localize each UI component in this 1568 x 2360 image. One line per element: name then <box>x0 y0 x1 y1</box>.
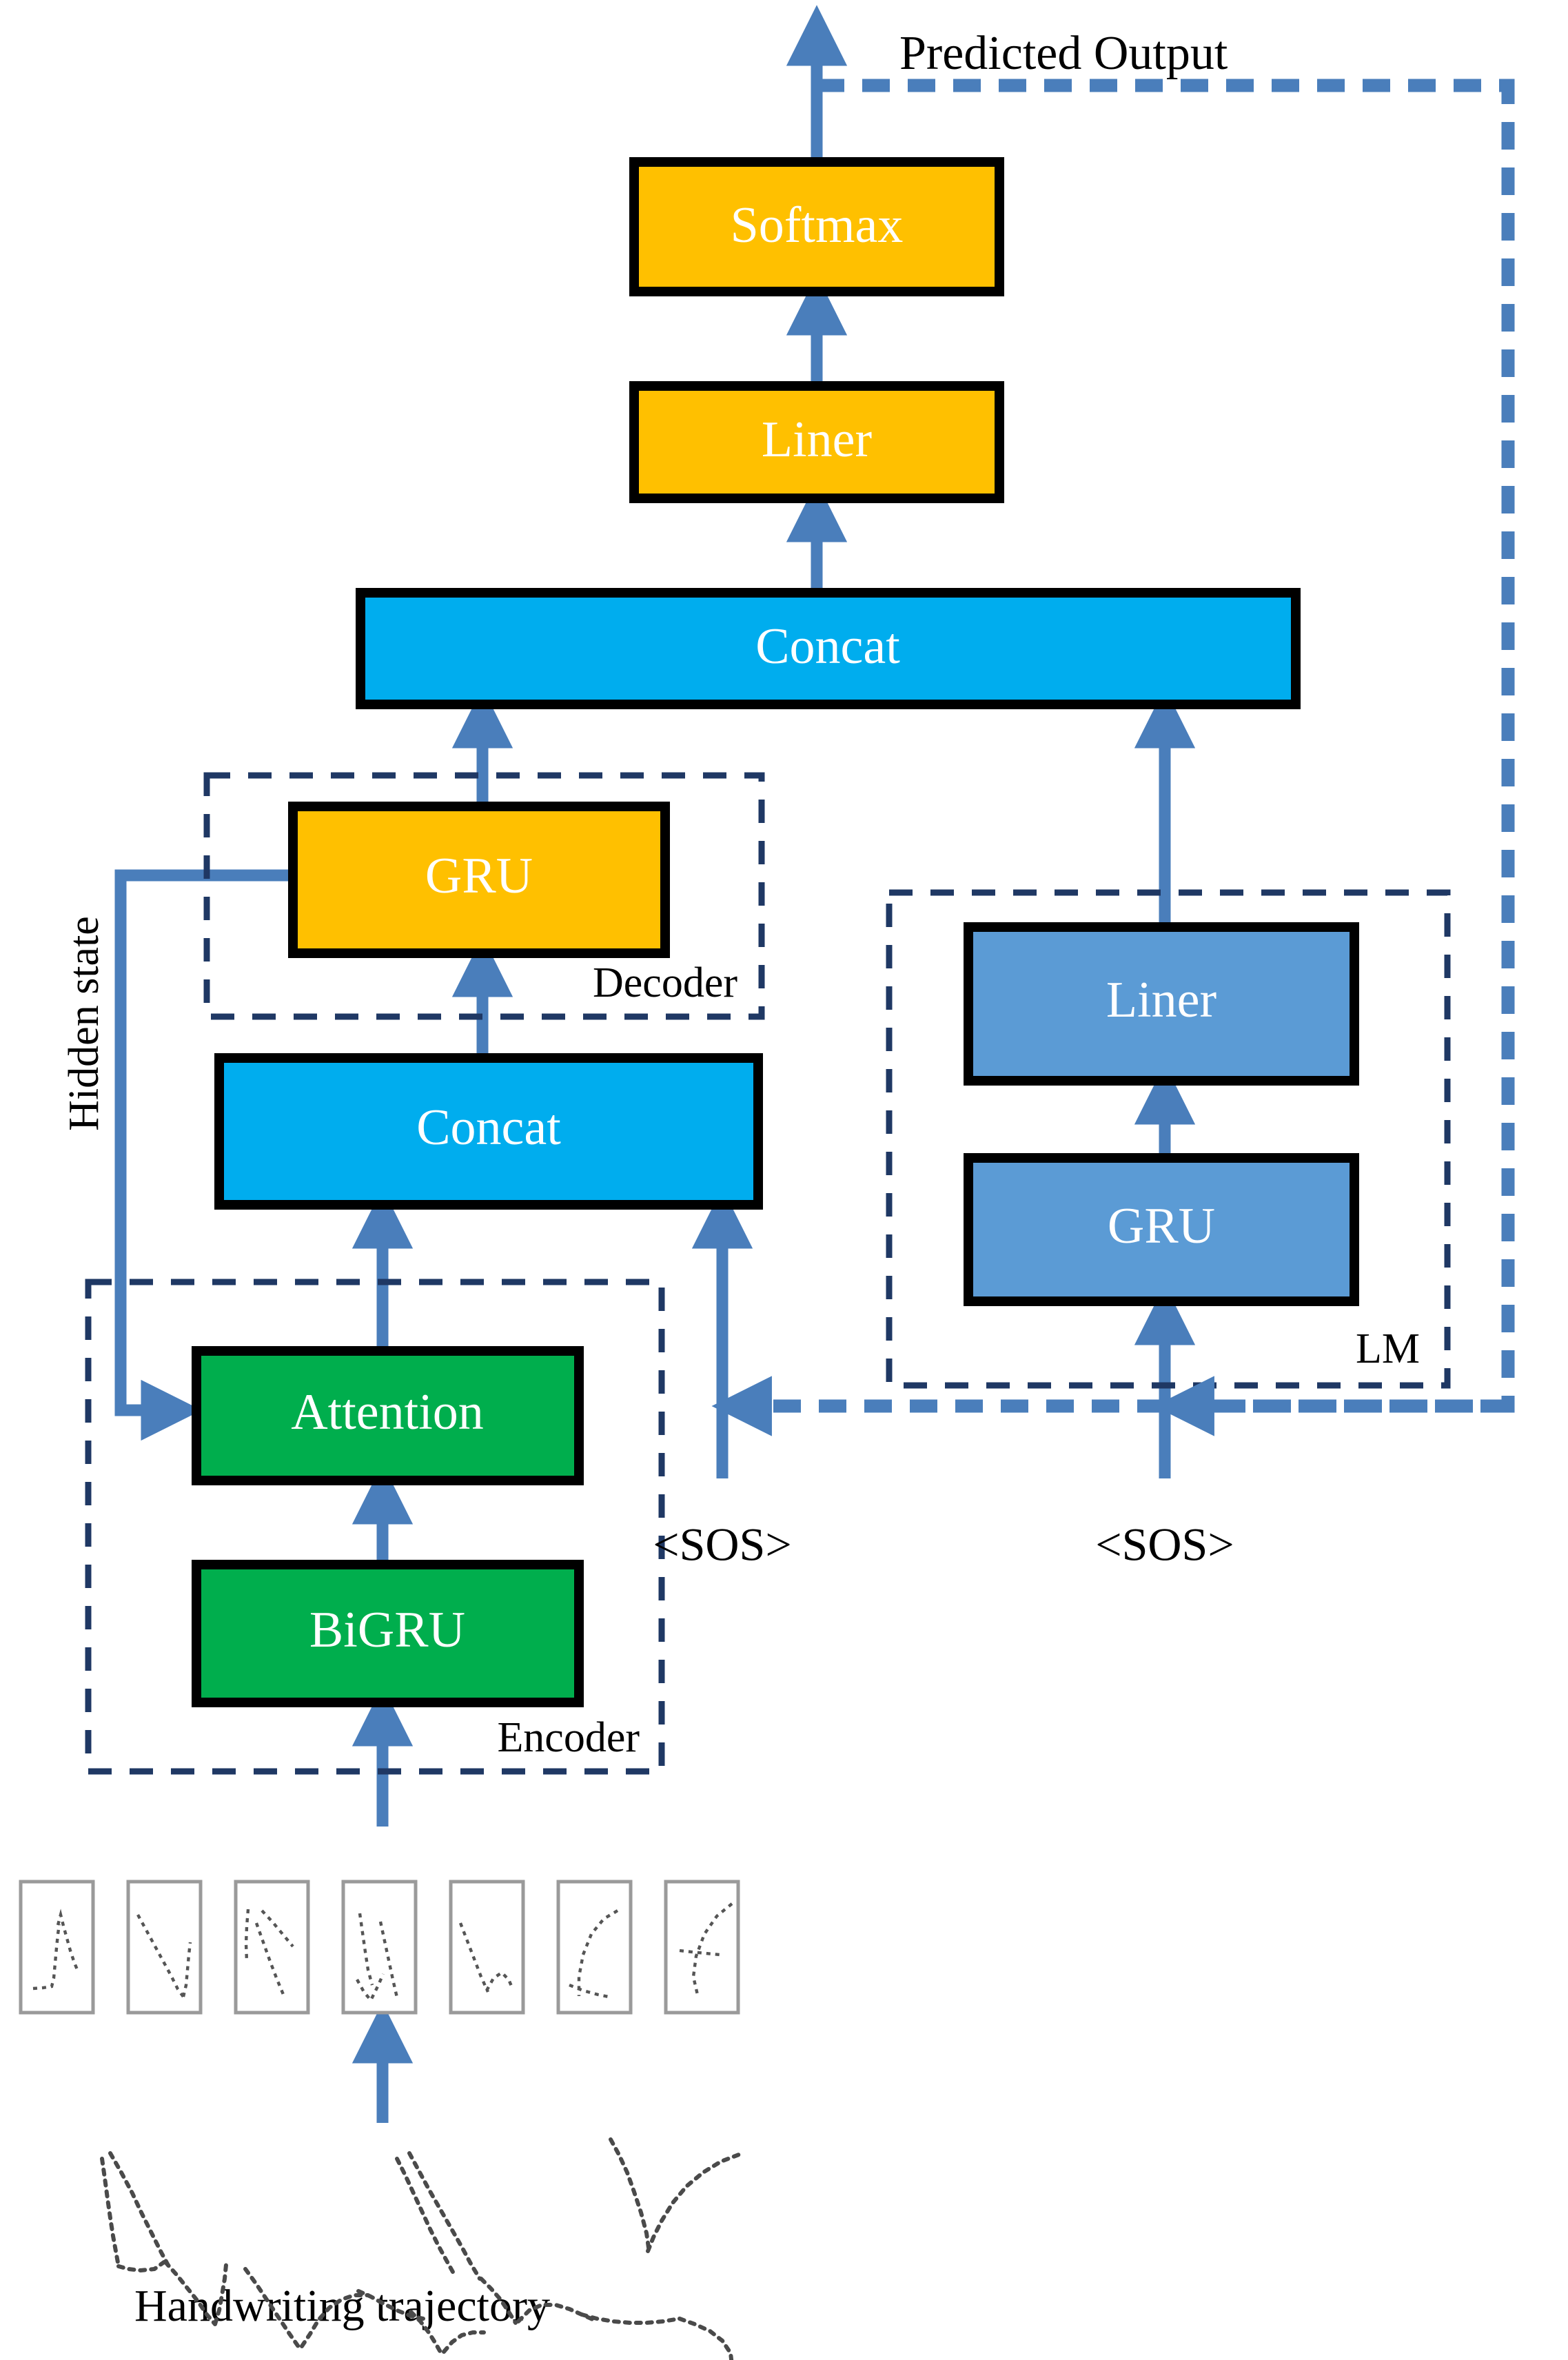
attention-rect[interactable] <box>192 1346 584 1485</box>
block-attention[interactable]: Attention <box>192 1346 584 1485</box>
gru-lm-label: GRU <box>1108 1198 1215 1254</box>
handwriting-trajectory-label: Handwriting trajectory <box>134 2281 550 2331</box>
block-gru-decoder[interactable]: GRU <box>288 802 670 958</box>
encoder-group-box <box>85 1279 665 1775</box>
stroke-thumbnails-row <box>19 1880 740 2015</box>
attention-label: Attention <box>291 1384 484 1441</box>
gru-decoder-rect[interactable] <box>288 802 670 958</box>
thumbnail-6 <box>556 1880 633 2015</box>
liner-top-label: Liner <box>762 411 872 468</box>
concat-top-rect[interactable] <box>356 588 1301 709</box>
lm-group-label: LM <box>1356 1325 1420 1372</box>
block-softmax[interactable]: Softmax <box>629 157 1004 296</box>
block-liner-lm[interactable]: Liner <box>964 922 1359 1086</box>
gru-decoder-label: GRU <box>425 848 533 904</box>
block-concat-top[interactable]: Concat <box>356 588 1301 709</box>
sos-decoder-label: <SOS> <box>653 1518 791 1571</box>
thumbnail-1 <box>19 1880 95 2015</box>
bigru-label: BiGRU <box>309 1602 465 1658</box>
hidden-state-label: Hidden state <box>61 916 108 1131</box>
block-liner-top[interactable]: Liner <box>629 381 1004 503</box>
bigru-rect[interactable] <box>192 1560 584 1707</box>
thumbnail-3 <box>234 1880 310 2015</box>
decoder-group-label: Decoder <box>593 959 737 1006</box>
predicted-output-label: Predicted Output <box>899 27 1228 80</box>
concat-mid-rect[interactable] <box>214 1053 763 1210</box>
liner-top-rect[interactable] <box>629 381 1004 503</box>
softmax-label: Softmax <box>731 197 904 254</box>
block-bigru[interactable]: BiGRU <box>192 1560 584 1707</box>
softmax-rect[interactable] <box>629 157 1004 296</box>
sos-lm-label: <SOS> <box>1095 1518 1234 1571</box>
concat-top-label: Concat <box>755 618 900 675</box>
concat-mid-label: Concat <box>416 1099 561 1156</box>
thumbnail-2 <box>126 1880 203 2015</box>
liner-lm-rect[interactable] <box>964 922 1359 1086</box>
block-gru-lm[interactable]: GRU <box>964 1153 1359 1306</box>
handwriting-trajectory-drawing <box>100 2137 741 2360</box>
gru-lm-rect[interactable] <box>964 1153 1359 1306</box>
thumbnail-5 <box>449 1880 525 2015</box>
liner-lm-label: Liner <box>1106 972 1216 1028</box>
thumbnail-7 <box>664 1880 740 2015</box>
encoder-group-label: Encoder <box>497 1714 640 1761</box>
thumbnail-4 <box>341 1880 418 2015</box>
decoder-group-box <box>203 772 765 1020</box>
predicted-output-feedback <box>711 79 1515 1436</box>
block-concat-mid[interactable]: Concat <box>214 1053 763 1210</box>
